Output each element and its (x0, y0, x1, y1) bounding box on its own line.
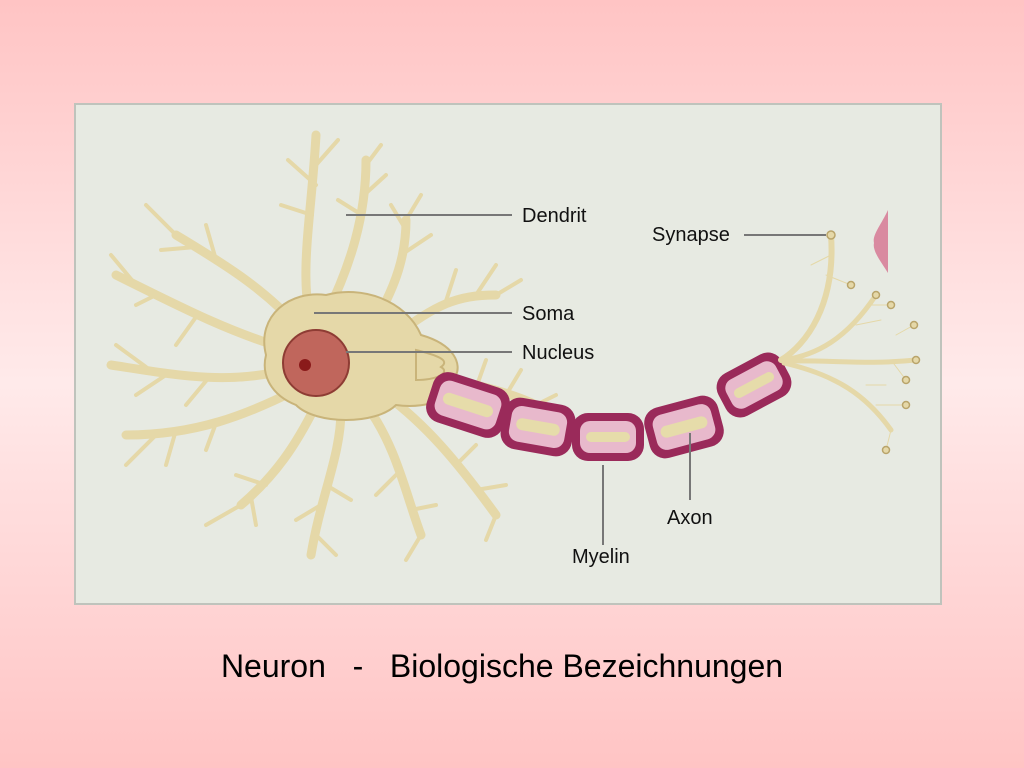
terminal-buttons (826, 230, 921, 455)
axon-hillock (415, 348, 446, 382)
label-nucleus: Nucleus (522, 342, 594, 364)
label-dendrit: Dendrit (522, 205, 587, 227)
nucleus (282, 329, 350, 397)
slide-caption: Neuron - Biologische Bezeichnungen (0, 648, 1004, 685)
myelin-sheath (426, 352, 792, 461)
label-axon: Axon (667, 507, 713, 529)
label-synapse: Synapse (652, 224, 730, 246)
neuron-diagram: Dendrit Synapse Soma Nucleus Axon Myelin (106, 130, 921, 568)
neuron-diagram-panel: Dendrit Synapse Soma Nucleus Axon Myelin (74, 103, 942, 605)
caption-separator: - (352, 648, 364, 684)
caption-title: Neuron (220, 648, 326, 684)
caption-subtitle: Biologische Bezeichnungen (389, 648, 784, 684)
leader-lines (314, 214, 826, 545)
label-soma: Soma (522, 303, 575, 325)
label-myelin: Myelin (572, 546, 630, 568)
axon-terminals (778, 232, 919, 451)
postsynaptic-cell (873, 210, 888, 273)
nucleolus (299, 359, 311, 371)
